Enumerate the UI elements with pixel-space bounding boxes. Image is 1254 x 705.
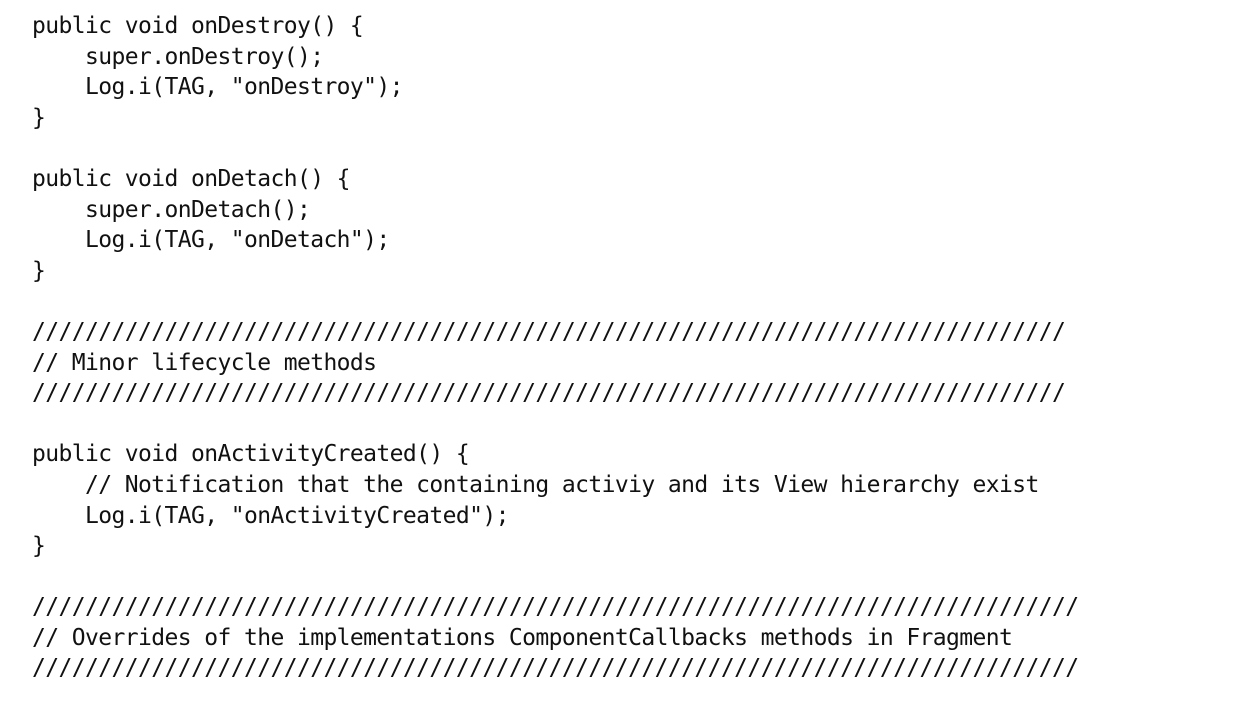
comment-divider: ////////////////////////////////////////…	[32, 318, 1066, 345]
code-line	[32, 133, 1232, 164]
code-line	[32, 286, 1232, 317]
code-line: super.onDetach();	[32, 196, 311, 223]
section-comment: // Overrides of the implementations Comp…	[32, 624, 1013, 651]
section-comment: // Minor lifecycle methods	[32, 349, 377, 376]
code-line: Log.i(TAG, "onDetach");	[32, 227, 390, 254]
comment-divider: ////////////////////////////////////////…	[32, 655, 1079, 682]
code-line: public void onDetach() {	[32, 165, 351, 192]
code-line: }	[32, 104, 46, 131]
code-line: }	[32, 533, 46, 560]
code-line: super.onDestroy();	[32, 43, 324, 70]
code-line	[32, 562, 1232, 593]
code-line: Log.i(TAG, "onActivityCreated");	[32, 502, 510, 529]
code-line	[32, 409, 1232, 440]
code-line: public void onDestroy() {	[32, 13, 364, 39]
code-listing: public void onDestroy() { super.onDestro…	[32, 11, 1232, 701]
code-line: Log.i(TAG, "onDestroy");	[32, 74, 404, 101]
code-line: public void onActivityCreated() {	[32, 441, 470, 468]
comment-divider: ////////////////////////////////////////…	[32, 594, 1079, 621]
comment-divider: ////////////////////////////////////////…	[32, 380, 1066, 407]
inline-comment: // Notification that the containing acti…	[32, 471, 1039, 498]
code-line: }	[32, 257, 46, 284]
